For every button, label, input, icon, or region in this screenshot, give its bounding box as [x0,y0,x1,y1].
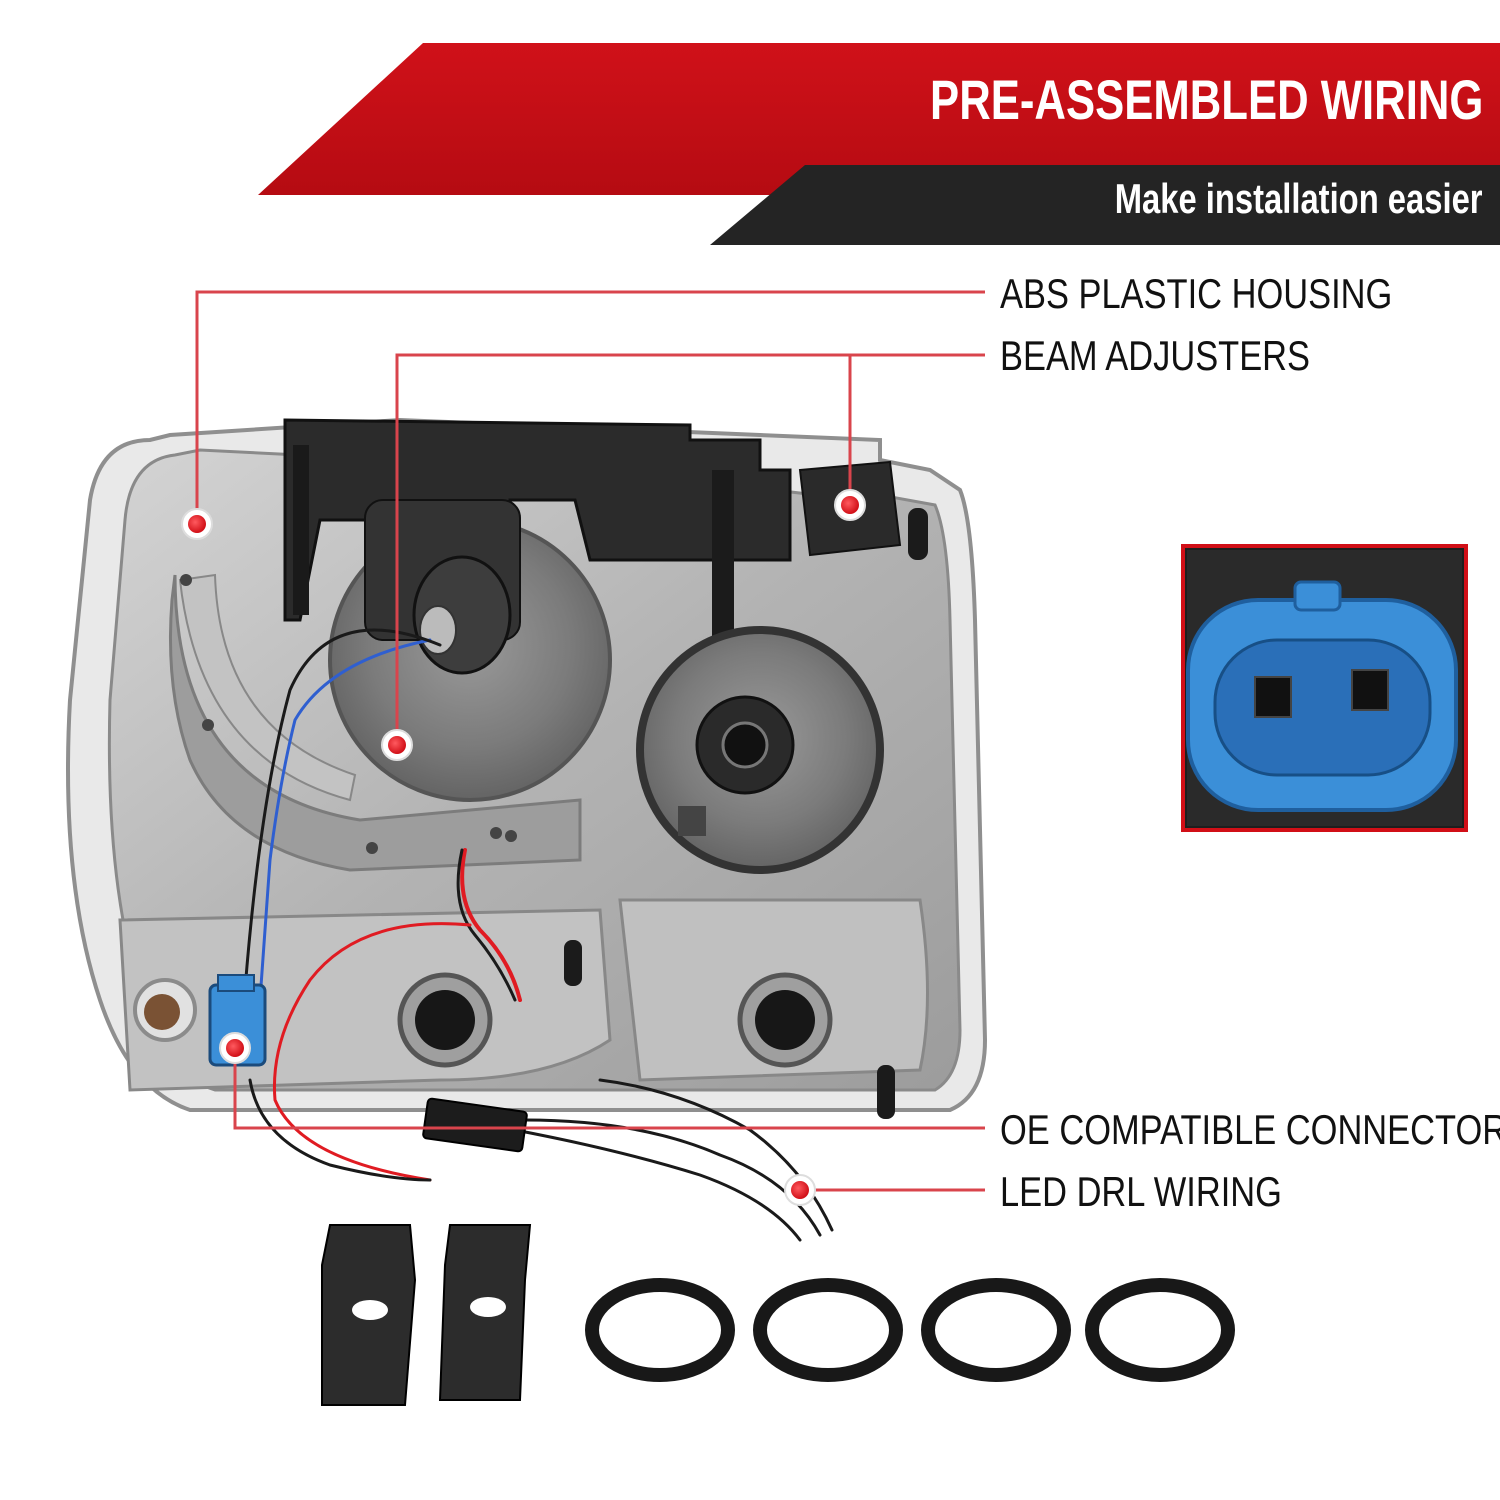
black-lead-wire [248,1078,432,1182]
marker-drl-dot [791,1181,809,1199]
marker-beam-left-dot [388,736,406,754]
drl-out-wire [523,1118,822,1237]
blue-wire [258,638,432,1002]
rubber-o-ring [921,1278,1071,1382]
high-beam-socket-inner [721,721,769,769]
callout-lines [195,290,985,1192]
bracket-hole [352,1300,388,1320]
drl-out-wire-2 [513,1128,802,1242]
vent-cap [877,1065,895,1119]
screw [366,842,378,854]
connector-key [1293,580,1342,612]
bracket-hole [470,1297,506,1317]
rubber-o-ring [753,1278,903,1382]
sensor-pad [678,806,706,836]
connector-inset [1181,544,1468,832]
vent-cap [564,940,582,986]
bulb-cap [419,605,457,655]
callout-markers [181,489,866,1206]
red-loop-wire [272,922,472,1182]
screw [505,830,517,842]
connector-pin-right [1351,669,1389,711]
banner-subtitle: Make installation easier [1115,175,1483,222]
callout-label-beam: BEAM ADJUSTERS [1000,332,1311,379]
screw [180,574,192,586]
black-wire [243,628,442,992]
banner-title: PRE-ASSEMBLED WIRING [929,68,1483,131]
oe-connector-tab [217,974,255,992]
arc-strip [178,573,357,802]
top-bracket [283,418,792,622]
subtitle-banner [710,165,1500,245]
screw [490,827,502,839]
callout-label-housing: ABS PLASTIC HOUSING [1000,270,1393,317]
black-drl-wire [456,848,517,1002]
vent-cap [908,508,928,560]
marker-housing-dot [188,515,206,533]
vent-left-inner [144,994,180,1030]
callout-label-drl: LED DRL WIRING [1000,1168,1282,1215]
turn-socket-right-hole [755,990,815,1050]
callout-line-connector [233,1050,985,1130]
callout-label-connector: OE COMPATIBLE CONNECTOR [1000,1106,1500,1153]
headlight-assembly [66,417,988,1119]
red-drl-wire [460,848,522,1002]
rubber-o-ring [585,1278,735,1382]
vertical-rib [712,470,734,670]
vertical-rib [293,445,309,615]
mounting-brackets [321,1224,532,1406]
callout-line-housing [195,290,985,520]
screw [202,719,214,731]
marker-connector-dot [226,1039,244,1057]
rubber-o-ring [1085,1278,1235,1382]
connector-pin-left [1254,676,1292,718]
marker-beam-right-dot [841,496,859,514]
connector-face [1213,638,1432,777]
drl-module [422,1097,528,1153]
o-rings [585,1278,1235,1382]
turn-socket-left-hole [415,990,475,1050]
callout-line-beam [395,353,985,745]
